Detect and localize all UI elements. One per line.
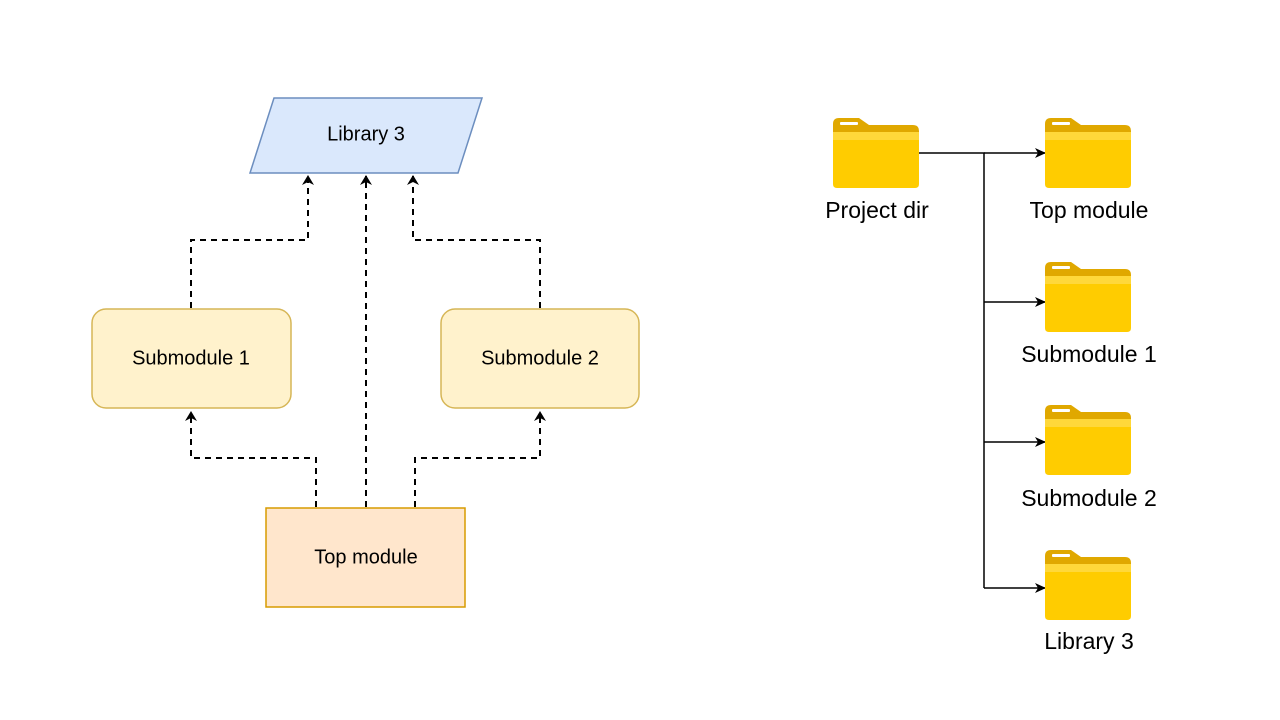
- edge-submodule1-to-library: [190, 175, 314, 308]
- folder-submodule2[interactable]: Submodule 2: [1021, 405, 1157, 511]
- submodule2-shape: [440, 308, 640, 409]
- folder-library[interactable]: Library 3: [1044, 550, 1134, 654]
- library-label: Library 3: [327, 123, 405, 145]
- edge-top-to-submodule2: [414, 411, 546, 507]
- tree-edges: [918, 148, 1046, 593]
- folder-label: Submodule 1: [1021, 341, 1157, 367]
- library-node: Library 3: [248, 97, 484, 174]
- folder-icon: [1045, 550, 1131, 620]
- submodule2-node: Submodule 2: [440, 308, 640, 409]
- folder-label: Project dir: [825, 197, 929, 223]
- top-module-node: Top module: [265, 507, 466, 608]
- submodule1-label: Submodule 1: [132, 347, 250, 369]
- submodule2-label: Submodule 2: [481, 347, 599, 369]
- folder-tree: Project dir Top module Submodule 1 Submo…: [825, 118, 1157, 654]
- folder-icon: [1045, 262, 1131, 332]
- dependency-edges: [185, 175, 546, 507]
- edge-top-to-submodule1: [185, 411, 317, 507]
- top-module-shape: [265, 507, 466, 608]
- folder-label: Submodule 2: [1021, 485, 1157, 511]
- folder-project-dir[interactable]: Project dir: [825, 118, 929, 223]
- folder-icon: [1045, 118, 1131, 188]
- library-shape: [248, 97, 484, 174]
- folder-label: Top module: [1030, 197, 1149, 223]
- folder-label: Library 3: [1044, 628, 1133, 654]
- edge-submodule2-to-library: [407, 175, 541, 308]
- submodule1-node: Submodule 1: [91, 308, 292, 409]
- folder-icon: [833, 118, 919, 188]
- submodule1-shape: [91, 308, 292, 409]
- folder-submodule1[interactable]: Submodule 1: [1021, 262, 1157, 367]
- dependency-diagram: Library 3 Submodule 1 Submodule 2 Top mo…: [91, 97, 640, 608]
- folder-icon: [1045, 405, 1131, 475]
- top-module-label: Top module: [314, 546, 417, 568]
- folder-top-module[interactable]: Top module: [1030, 118, 1149, 223]
